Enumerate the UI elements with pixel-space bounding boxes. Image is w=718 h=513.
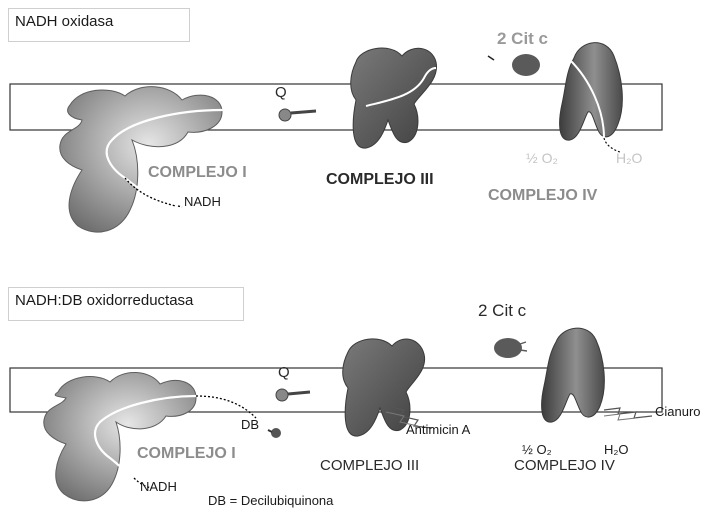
bottom-db-legend: DB = Decilubiquinona (208, 493, 334, 508)
bottom-complejo-i-label: COMPLEJO I (137, 445, 236, 462)
top-q-tail (291, 111, 316, 113)
bottom-complejo-iv-label: COMPLEJO IV (514, 457, 615, 474)
top-cit-c-blob (512, 54, 540, 76)
bottom-h2o-label: H₂O (604, 442, 629, 457)
bottom-q-label: Q (278, 364, 290, 381)
bottom-panel-title: NADH:DB oxidorreductasa (8, 287, 244, 321)
top-h2o-label: H₂O (616, 150, 643, 166)
top-complejo-iii-label: COMPLEJO III (326, 171, 434, 188)
top-complejo-iv-label: COMPLEJO IV (488, 187, 598, 204)
top-q-molecule (279, 109, 291, 121)
bottom-cianuro-label: Cianuro (655, 404, 701, 419)
top-cit-c-label: 2 Cit c (497, 29, 548, 48)
bottom-nadh-label: NADH (140, 479, 177, 494)
top-complejo-i-shape (60, 87, 222, 232)
bottom-panel: Q 2 Cit c DB COMPLEJO I COMPLEJO III COM… (10, 301, 701, 508)
bottom-antimicin-label: Antimicin A (406, 422, 471, 437)
bottom-db-label: DB (241, 417, 259, 432)
top-complejo-i-label: COMPLEJO I (148, 164, 247, 181)
top-nadh-label: NADH (184, 194, 221, 209)
top-o2-label: ½ O₂ (526, 150, 558, 166)
top-nadh-dotted (178, 206, 182, 207)
top-q-label: Q (275, 84, 287, 101)
top-panel-title: NADH oxidasa (8, 8, 190, 42)
bottom-o2-label: ½ O₂ (522, 442, 552, 457)
bottom-cit-c-label: 2 Cit c (478, 301, 527, 320)
top-panel: Q 2 Cit c COMPLEJO I COMPLEJO III COMPLE… (10, 29, 662, 232)
bottom-complejo-iii-label: COMPLEJO III (320, 457, 419, 474)
